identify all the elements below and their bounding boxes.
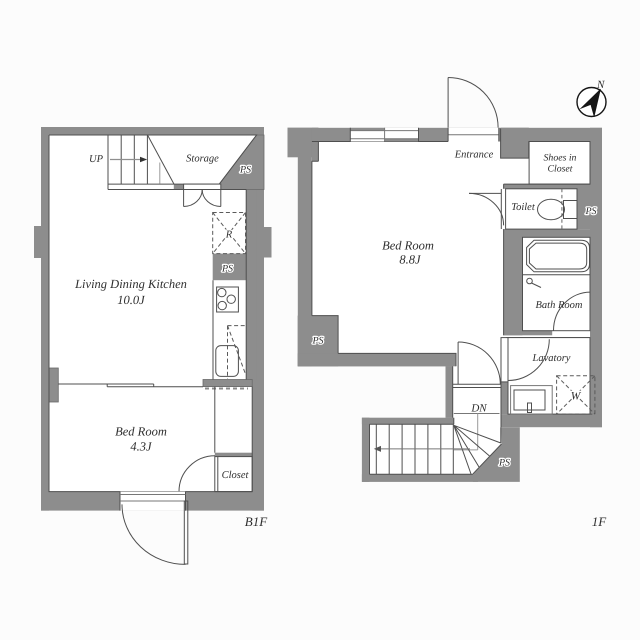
svg-text:Closet: Closet: [547, 164, 572, 175]
svg-text:4.3J: 4.3J: [130, 440, 153, 454]
svg-text:1F: 1F: [592, 514, 608, 529]
svg-text:Bed Room: Bed Room: [115, 425, 167, 439]
svg-text:PS: PS: [584, 206, 596, 217]
svg-text:B1F: B1F: [245, 514, 268, 529]
svg-text:PS: PS: [498, 458, 510, 469]
svg-text:Bath Room: Bath Room: [536, 300, 583, 311]
svg-text:N: N: [596, 79, 605, 91]
svg-text:Closet: Closet: [222, 470, 250, 481]
svg-text:W: W: [571, 391, 582, 403]
svg-text:Bed Room: Bed Room: [382, 239, 434, 253]
svg-text:UP: UP: [89, 154, 104, 165]
svg-text:DN: DN: [470, 403, 487, 415]
svg-text:Lavatory: Lavatory: [532, 353, 571, 364]
svg-text:10.0J: 10.0J: [117, 293, 146, 307]
svg-text:8.8J: 8.8J: [399, 253, 422, 267]
svg-text:Entrance: Entrance: [454, 150, 494, 161]
svg-text:Living Dining Kitchen: Living Dining Kitchen: [74, 277, 187, 291]
svg-text:Toilet: Toilet: [511, 202, 536, 213]
svg-text:Shoes in: Shoes in: [544, 153, 577, 164]
svg-text:PS: PS: [239, 165, 251, 176]
svg-text:PS: PS: [221, 264, 233, 275]
svg-text:Storage: Storage: [186, 154, 219, 165]
svg-text:R: R: [225, 230, 233, 241]
svg-text:PS: PS: [311, 336, 323, 347]
